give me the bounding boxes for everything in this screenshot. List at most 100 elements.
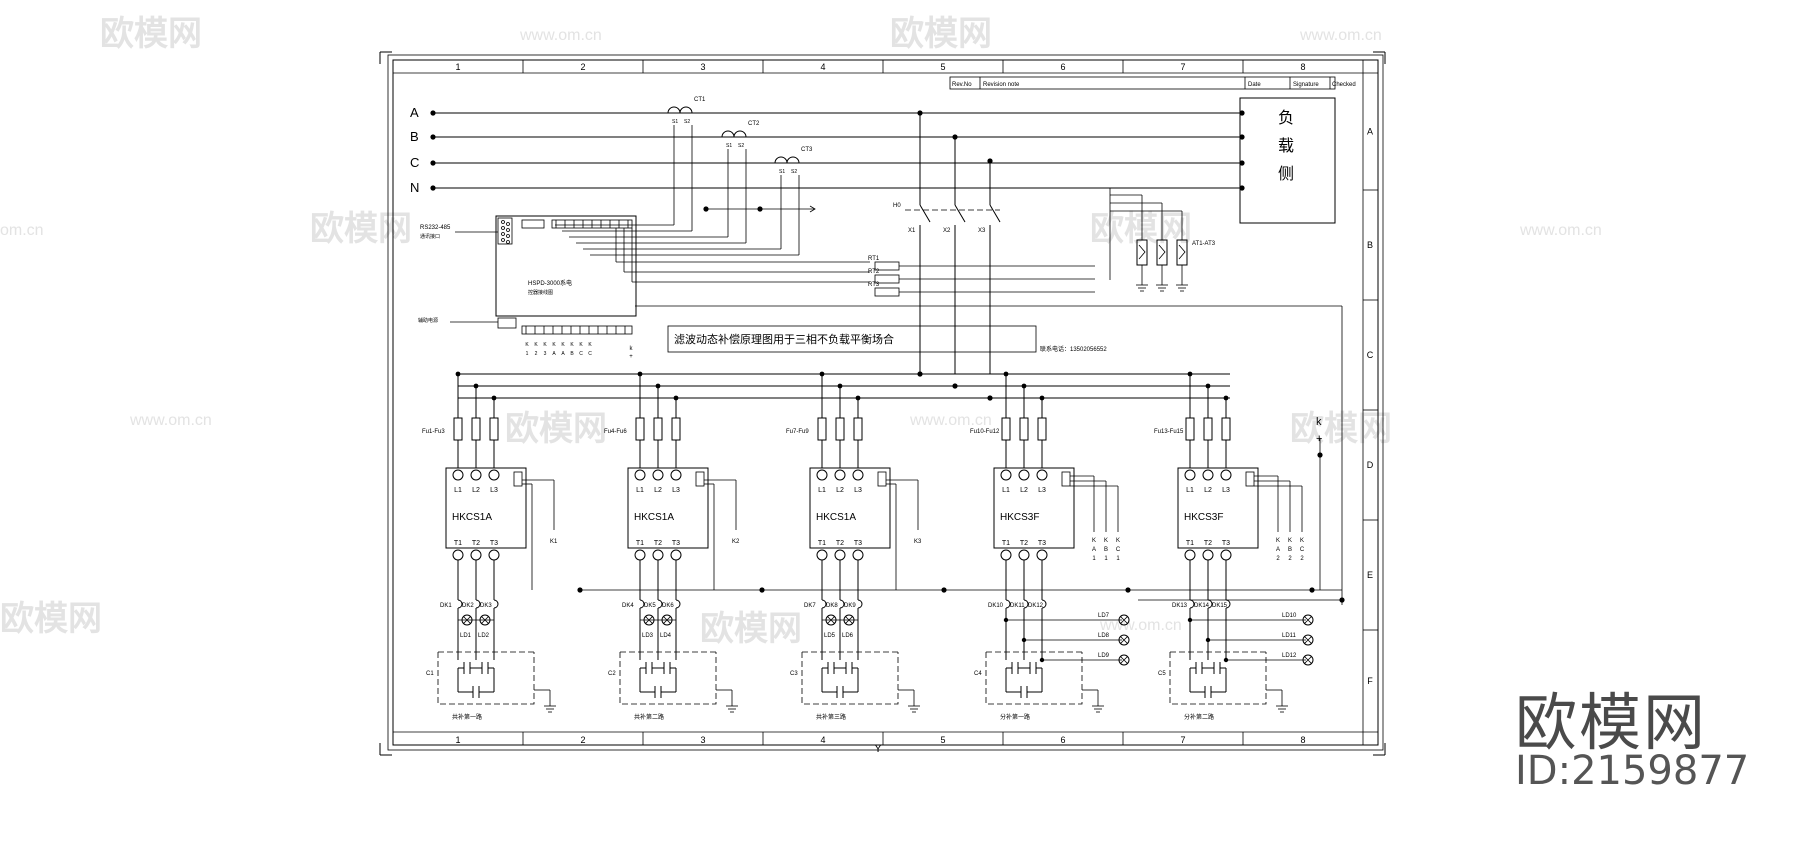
- watermark-text: www.om.cn: [1519, 222, 1602, 239]
- ld-label: LD1: [460, 633, 472, 639]
- module-terminal: [1220, 469, 1232, 481]
- column-label: 5: [940, 62, 945, 72]
- dk-label: DK15: [1212, 603, 1228, 609]
- watermark-text: 欧模网: [310, 210, 412, 248]
- dk-label: DK8: [826, 603, 838, 609]
- module-in-label: L1: [818, 487, 826, 494]
- kf-label: K: [1300, 538, 1304, 544]
- row-label: E: [1367, 570, 1373, 580]
- ld-label: LD6: [842, 633, 854, 639]
- watermark-text: 欧模网: [1090, 210, 1192, 248]
- capacitor-enclosure: [985, 652, 1083, 705]
- fuse: [835, 417, 845, 441]
- fuse: [453, 417, 463, 441]
- phase-label-C: C: [410, 155, 419, 170]
- junction-dot: [759, 587, 765, 593]
- indicator-lamp: [1302, 634, 1314, 646]
- reactor: [457, 599, 463, 609]
- indicator-lamp: [479, 614, 491, 626]
- controller-model: HSPD-3000系电: [528, 279, 572, 287]
- module-in-label: L3: [854, 487, 862, 494]
- watermark-text: 欧模网: [1290, 410, 1392, 448]
- fuse: [853, 417, 863, 441]
- fuse: [671, 417, 681, 441]
- indicator-lamp: [1302, 614, 1314, 626]
- module-signal-port: [1245, 471, 1255, 487]
- rt-label: RT2: [868, 269, 880, 275]
- brand-id: ID:2159877: [1515, 748, 1750, 794]
- kf-label: K: [1092, 538, 1096, 544]
- junction-dot: [1223, 395, 1229, 401]
- bottom-mark: Y: [874, 743, 882, 755]
- ld-label: LD4: [660, 633, 672, 639]
- ld-label: LD10: [1282, 613, 1297, 619]
- dk-label: DK14: [1194, 603, 1210, 609]
- junction-dot: [1187, 371, 1193, 377]
- brand-title: 欧模网: [1515, 686, 1708, 759]
- kf-label: K: [1276, 538, 1280, 544]
- module-model: HKCS3F: [1000, 512, 1039, 523]
- reactor: [675, 599, 681, 609]
- module-out-label: T2: [1204, 540, 1212, 547]
- terminal-label: +: [629, 354, 633, 360]
- dk-label: DK13: [1172, 603, 1188, 609]
- fuse: [1001, 417, 1011, 441]
- ct-terminal: S1: [672, 119, 678, 125]
- terminal-label: K: [543, 342, 547, 348]
- cap-label: C5: [1158, 671, 1166, 677]
- terminal-label: 3: [544, 351, 547, 357]
- revision-header: Signature: [1293, 82, 1319, 88]
- module-in-label: L1: [1186, 487, 1194, 494]
- row-label: D: [1367, 460, 1374, 470]
- dk-label: DK4: [622, 603, 634, 609]
- lamp-cross: [663, 616, 671, 624]
- note-box: [667, 325, 1037, 353]
- module-out-label: T2: [472, 540, 480, 547]
- rt-label: RT1: [868, 256, 880, 262]
- terminal-strip: [521, 219, 545, 229]
- kf-label: C: [1116, 547, 1121, 553]
- terminal-label: K: [534, 342, 538, 348]
- branch-4: Fu10-Fu12L1T1L2T2L3T3HKCS3FKA1KB1KC1DK10…: [970, 371, 1130, 721]
- module-out-label: T3: [854, 540, 862, 547]
- module-signal-port: [513, 471, 523, 487]
- indicator-lamp: [843, 614, 855, 626]
- module-in-label: L3: [1222, 487, 1230, 494]
- row-label: C: [1367, 350, 1374, 360]
- watermark-text: om.cn: [0, 222, 44, 239]
- watermark-text: 欧模网: [505, 410, 607, 448]
- junction-dot: [941, 587, 947, 593]
- aux-terminal: [497, 317, 517, 329]
- fuse: [1185, 417, 1195, 441]
- junction-dot: [1187, 617, 1193, 623]
- ct-terminal: S2: [738, 143, 744, 149]
- kf-label: K: [1104, 538, 1108, 544]
- indicator-lamp: [461, 614, 473, 626]
- branch-title: 共补第二路: [634, 713, 664, 721]
- plus-terminal: +: [1316, 433, 1322, 445]
- dk-label: DK6: [662, 603, 674, 609]
- lamp-cross: [645, 616, 653, 624]
- cap-label: C4: [974, 671, 982, 677]
- module-in-label: L2: [472, 487, 480, 494]
- switch-label: X2: [943, 228, 951, 234]
- module-in-label: L2: [1204, 487, 1212, 494]
- outer-frame: [392, 59, 1379, 746]
- junction-dot: [917, 371, 923, 377]
- column-label: 7: [1180, 735, 1185, 745]
- module-out-label: T1: [636, 540, 644, 547]
- junction-dot: [757, 206, 763, 212]
- module-terminal: [852, 549, 864, 561]
- ct-label: CT1: [694, 97, 706, 103]
- module-out-label: T2: [654, 540, 662, 547]
- capacitor-enclosure: [801, 652, 899, 705]
- branch-title: 共补第三路: [816, 713, 846, 721]
- ct-coil: [721, 130, 747, 138]
- kf-label: C: [1300, 547, 1305, 553]
- dk-label: DK10: [988, 603, 1004, 609]
- fuse: [489, 417, 499, 441]
- junction-dot: [577, 587, 583, 593]
- switch-module: [627, 467, 709, 549]
- switch-module: [809, 467, 891, 549]
